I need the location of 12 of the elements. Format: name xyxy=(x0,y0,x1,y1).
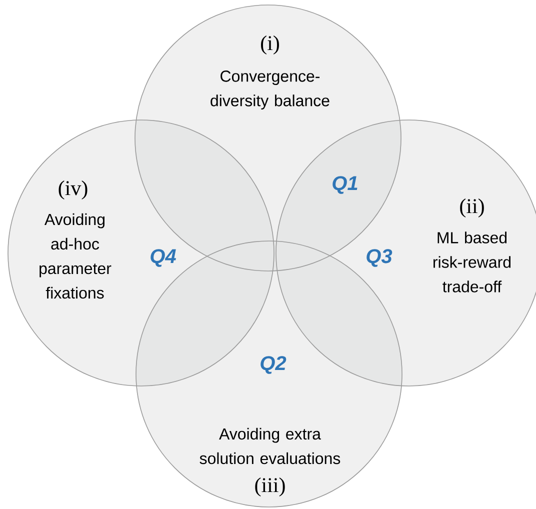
circle-label: Avoiding ad-hoc parameter fixations xyxy=(40,213,112,299)
roman-numeral: (i) xyxy=(261,35,279,55)
roman-numeral: (ii) xyxy=(460,198,484,218)
roman-numeral: (iv) xyxy=(58,180,88,200)
region-label: Q1 xyxy=(332,176,358,194)
region-label: Q2 xyxy=(260,356,286,374)
region-label: Q3 xyxy=(366,249,392,267)
circle-label: Avoiding extra solution evaluations xyxy=(200,428,340,464)
roman-numeral: (iii) xyxy=(255,477,285,496)
region-label: Q4 xyxy=(150,249,176,267)
circle-label: ML based risk-reward trade-off xyxy=(434,232,511,292)
circle-label: Convergence-diversity balance xyxy=(210,70,330,110)
